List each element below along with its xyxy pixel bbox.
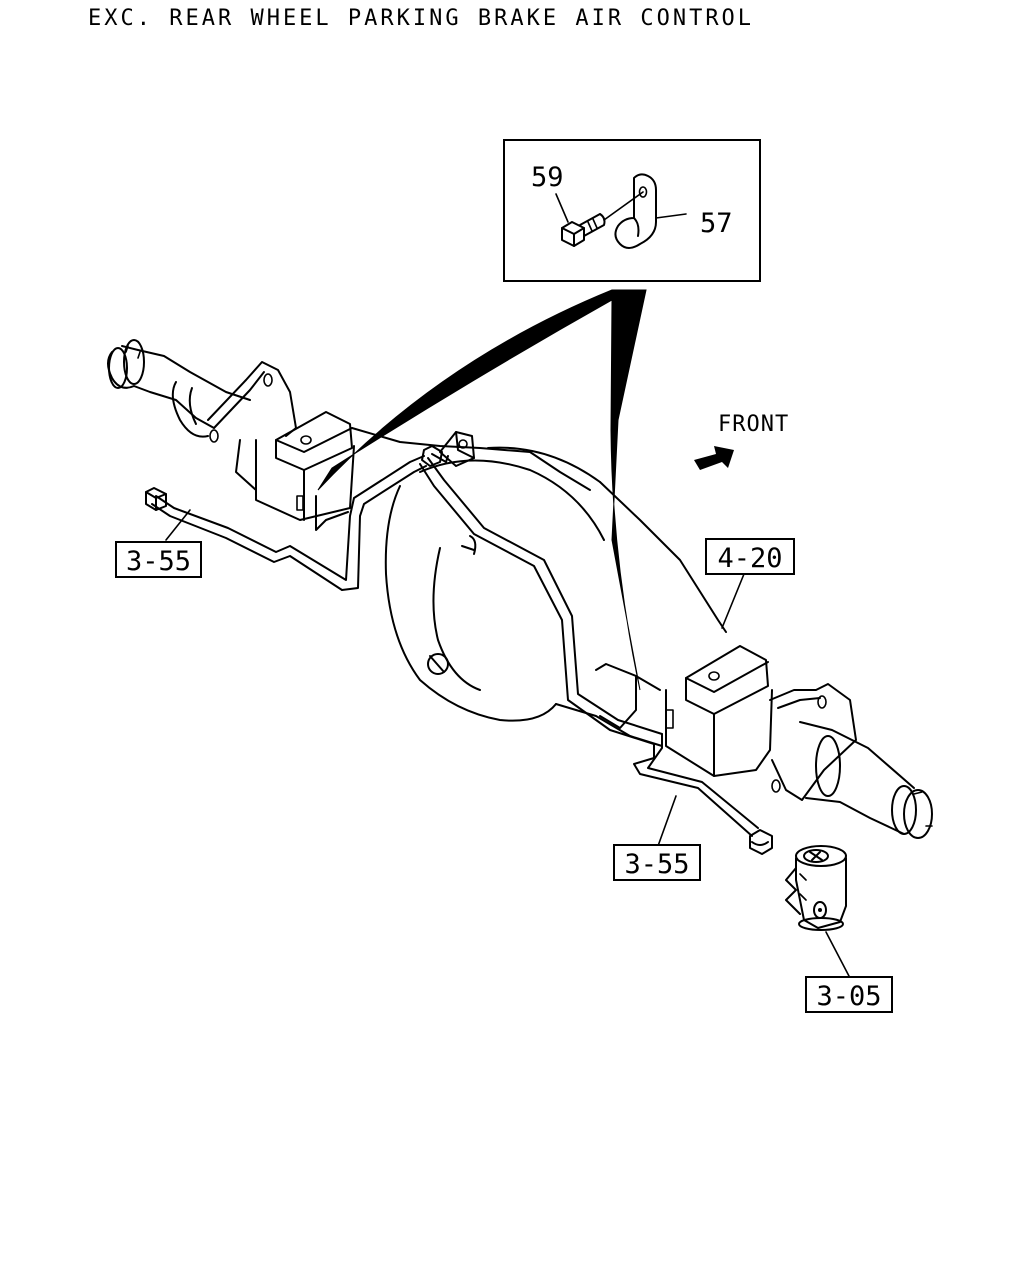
diagram-title: EXC. REAR WHEEL PARKING BRAKE AIR CONTRO… bbox=[88, 6, 754, 31]
callout-57: 57 bbox=[700, 208, 733, 239]
rear-axle-housing-drawing bbox=[107, 339, 933, 839]
front-arrow-icon bbox=[694, 446, 734, 470]
center-fitting-bracket bbox=[421, 431, 475, 467]
front-direction-indicator: FRONT bbox=[694, 412, 789, 470]
front-label: FRONT bbox=[718, 412, 789, 437]
ref-3-55-right[interactable]: 3-55 bbox=[613, 844, 701, 881]
ref-3-55-left[interactable]: 3-55 bbox=[115, 541, 202, 578]
callout-59: 59 bbox=[531, 162, 564, 193]
detail-inset: 59 57 bbox=[317, 139, 761, 691]
clip-icon bbox=[614, 173, 657, 249]
air-pipe-right-drawing bbox=[419, 457, 773, 855]
bolt-icon bbox=[561, 213, 606, 247]
ref-label: 4-20 bbox=[717, 543, 782, 574]
ref-label: 3-55 bbox=[126, 546, 191, 577]
ref-4-20[interactable]: 4-20 bbox=[705, 538, 795, 575]
air-chamber-drawing bbox=[785, 845, 847, 931]
ref-label: 3-55 bbox=[624, 849, 689, 880]
leader-3-55-left bbox=[165, 509, 191, 541]
ref-3-05[interactable]: 3-05 bbox=[805, 976, 893, 1013]
leader-3-05 bbox=[825, 931, 851, 979]
leader-4-20 bbox=[721, 573, 745, 629]
air-pipe-left-drawing bbox=[145, 455, 427, 591]
ref-label: 3-05 bbox=[816, 981, 881, 1012]
leader-3-55-right bbox=[657, 795, 677, 847]
